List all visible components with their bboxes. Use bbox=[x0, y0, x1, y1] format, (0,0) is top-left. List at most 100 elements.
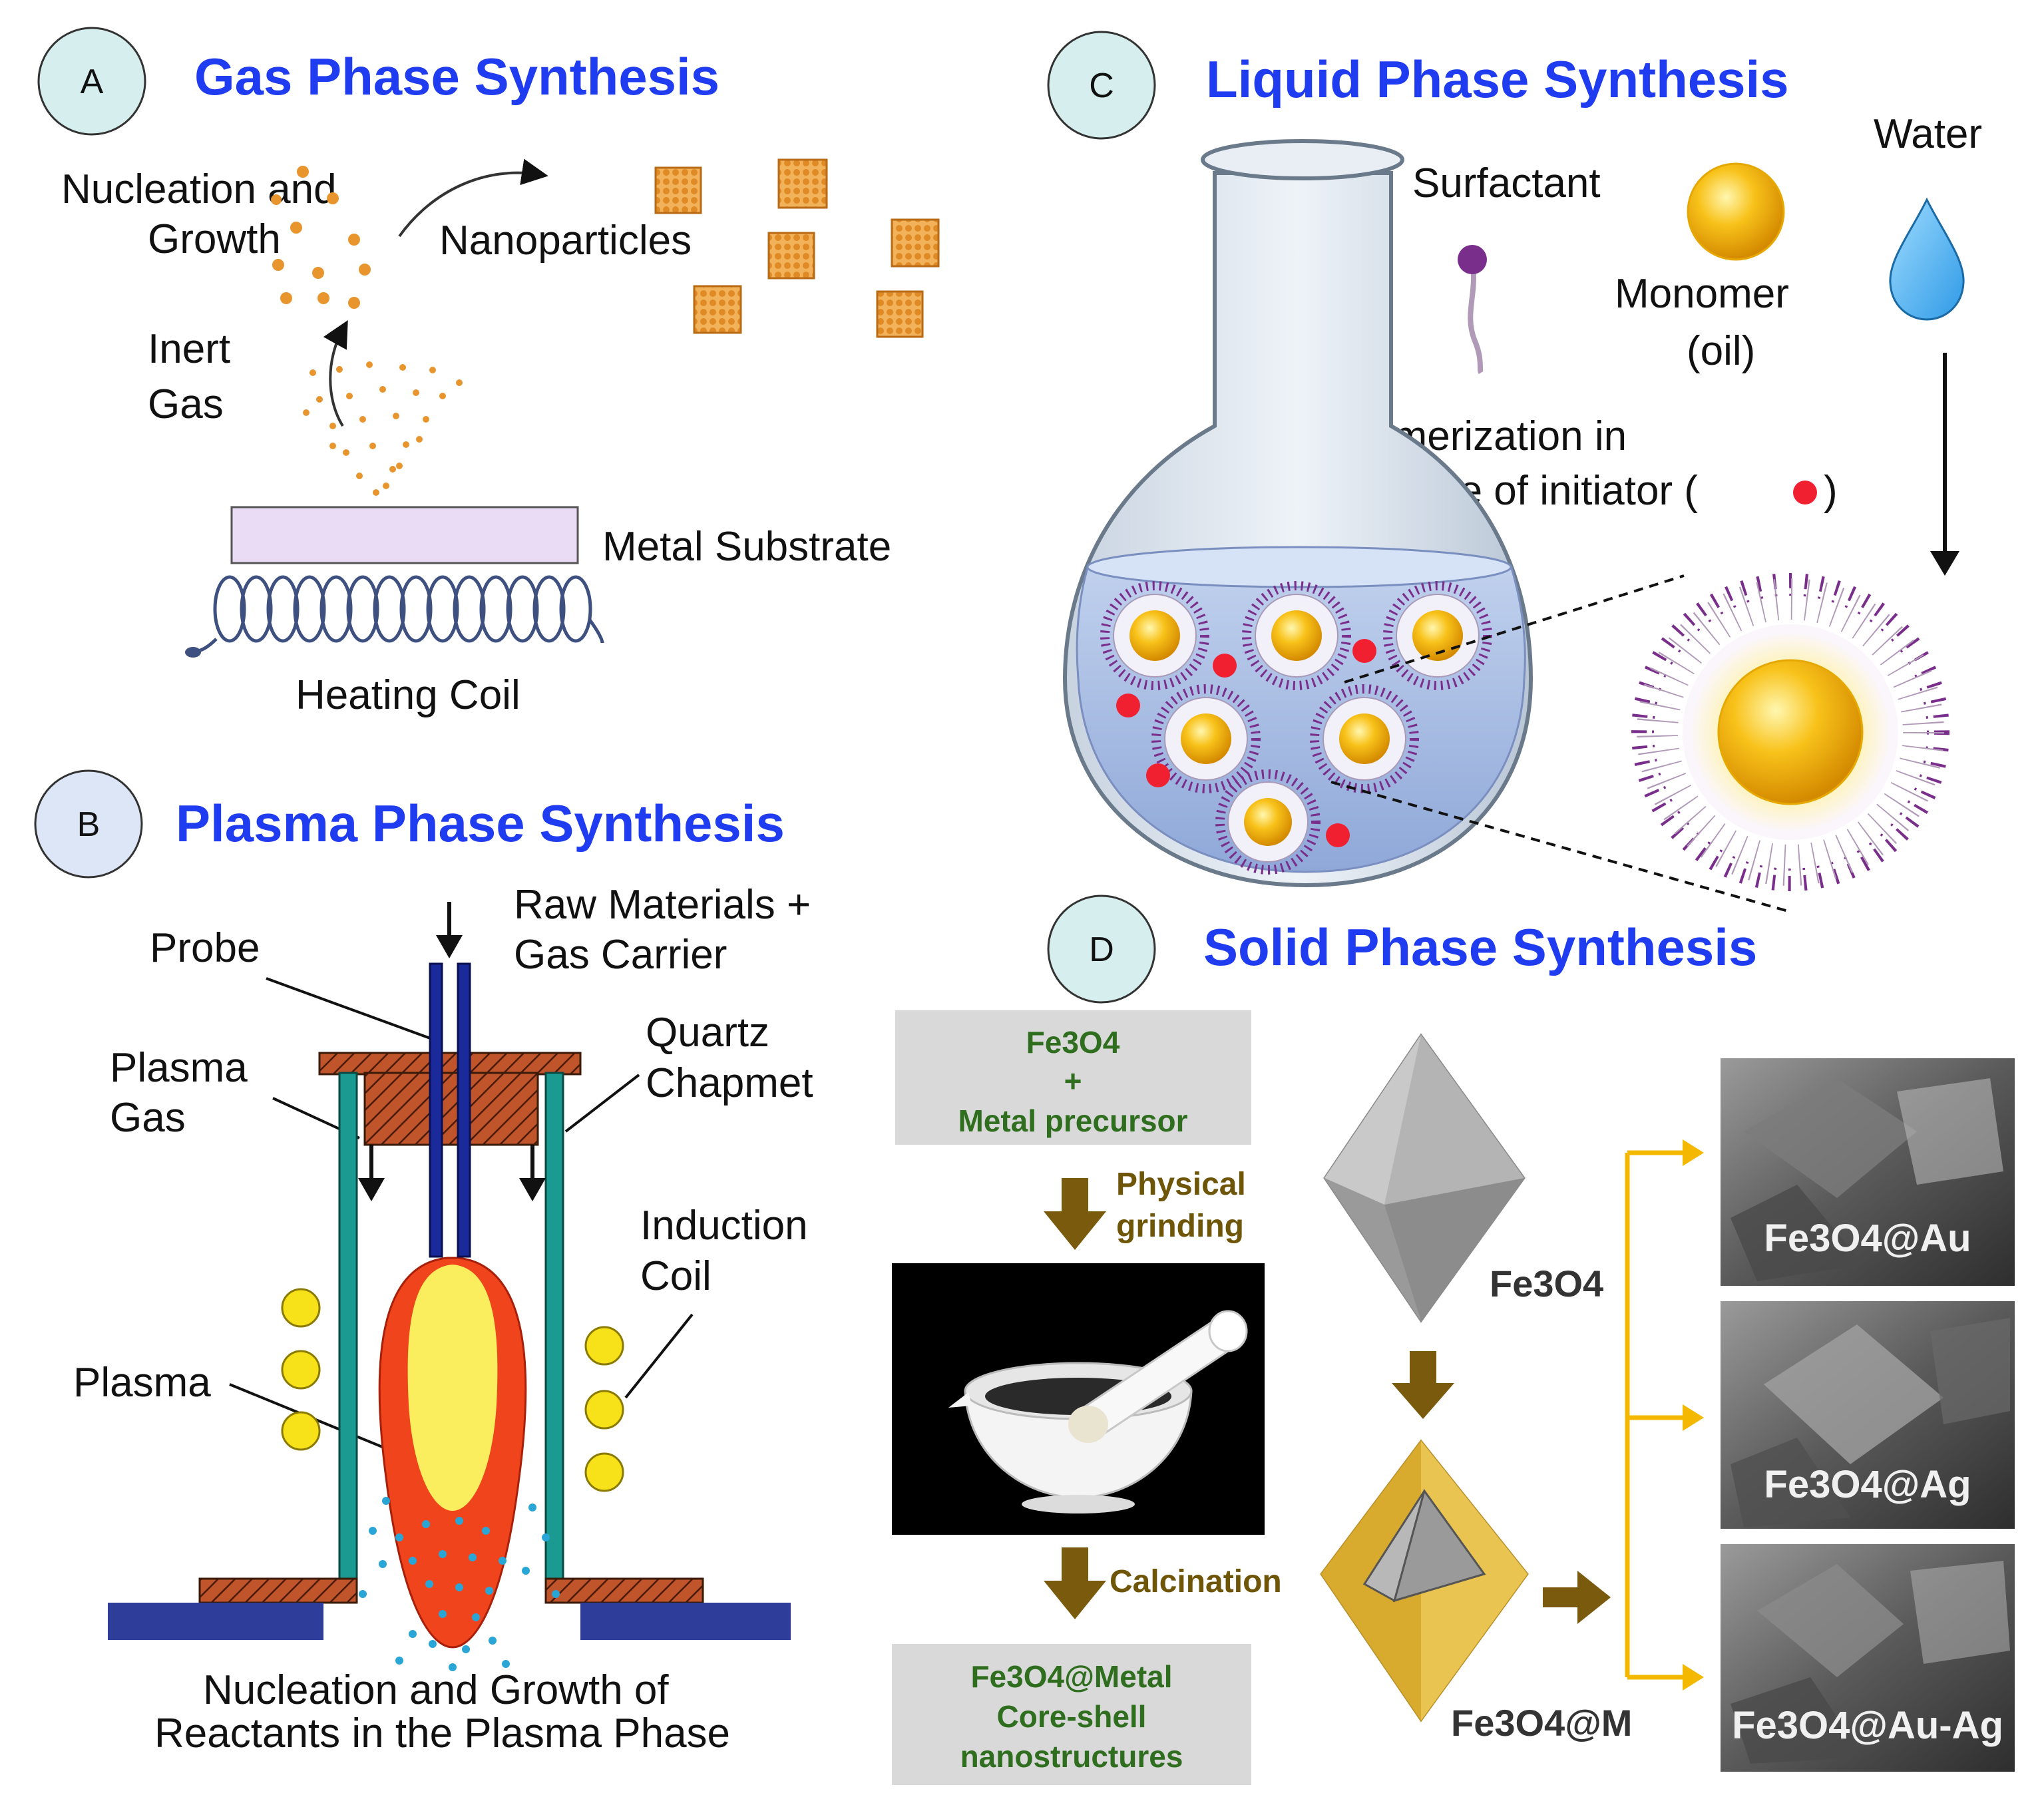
product-arrow bbox=[1543, 1571, 1611, 1624]
end-box bbox=[892, 1644, 1251, 1785]
badge-c bbox=[1047, 31, 1156, 140]
badge-a bbox=[37, 27, 146, 136]
surfactant-head bbox=[1458, 245, 1487, 274]
induction-label-line2: Coil bbox=[640, 1253, 712, 1299]
torch-cap bbox=[318, 1052, 582, 1076]
micelle bbox=[1242, 581, 1351, 690]
start-box-plus: + bbox=[1064, 1064, 1082, 1098]
quartz-label-line2: Chapmet bbox=[646, 1060, 813, 1106]
feed-arrow-head bbox=[436, 935, 463, 958]
core-shell-octahedron bbox=[1320, 1439, 1529, 1722]
sem-image: Fe3O4@Au-Ag bbox=[1721, 1544, 2015, 1772]
fe3o4-label: Fe3O4 bbox=[1490, 1263, 1603, 1304]
rising-arrow bbox=[323, 320, 348, 427]
fe3o4-m-label: Fe3O4@M bbox=[1451, 1702, 1632, 1744]
micelle bbox=[1215, 769, 1321, 875]
badge-b-label: B bbox=[77, 805, 101, 844]
start-box-formula: Fe3O4 bbox=[1026, 1025, 1120, 1060]
panel-b-title: Plasma Phase Synthesis bbox=[176, 794, 785, 853]
plasma-gas-label-line1: Plasma bbox=[110, 1045, 248, 1091]
initiator-dots bbox=[1116, 639, 1376, 847]
vapour-plume bbox=[303, 361, 463, 496]
probe-label: Probe bbox=[150, 925, 260, 971]
surfactant-label: Surfactant bbox=[1412, 160, 1601, 206]
probe-tube-left bbox=[429, 962, 443, 1258]
sem-image: Fe3O4@Ag bbox=[1721, 1301, 2015, 1529]
quartz-wall-left bbox=[338, 1072, 358, 1587]
panel-d: D Solid Phase Synthesis Fe3O4 + Metal pr… bbox=[892, 895, 2015, 1785]
zoomed-micelle bbox=[1631, 573, 1949, 891]
base-left-hatch bbox=[198, 1577, 358, 1604]
quartz-label-line1: Quartz bbox=[646, 1010, 769, 1056]
start-box bbox=[895, 1010, 1251, 1145]
raw-materials-label-line2: Gas Carrier bbox=[514, 932, 727, 978]
plasma-gas-arrow-left-head bbox=[358, 1178, 385, 1201]
zoom-line-top bbox=[1344, 574, 1685, 684]
grinding-arrow bbox=[1044, 1178, 1106, 1250]
base-left-plate bbox=[108, 1603, 323, 1640]
nucleation-label-line2: Growth bbox=[148, 216, 281, 262]
panel-a: A Gas Phase Synthesis Nucleation and Gro… bbox=[37, 27, 940, 718]
monomer-label-line2: (oil) bbox=[1687, 328, 1755, 374]
plasma-caption-line1: Nucleation and Growth of bbox=[203, 1667, 669, 1713]
calcination-arrow bbox=[1044, 1547, 1106, 1619]
panel-b: B Plasma Phase Synthesis Probe Raw Mater… bbox=[34, 769, 813, 1756]
water-arrow-head bbox=[1930, 551, 1959, 576]
end-box-line3: nanostructures bbox=[960, 1739, 1183, 1774]
micelle bbox=[1310, 684, 1419, 793]
badge-c-label: C bbox=[1089, 67, 1114, 105]
plasma-caption-line2: Reactants in the Plasma Phase bbox=[154, 1710, 730, 1756]
badge-a-label: A bbox=[81, 63, 104, 101]
torch-head bbox=[363, 1072, 539, 1146]
panel-c: C Liquid Phase Synthesis Water Surfactan… bbox=[1047, 31, 1982, 913]
micelle bbox=[1383, 581, 1492, 690]
coating-arrow bbox=[1392, 1351, 1454, 1419]
monomer-label-line1: Monomer bbox=[1615, 271, 1789, 317]
micelle bbox=[1100, 581, 1209, 690]
coil-terminal bbox=[185, 647, 201, 658]
monomer-ball bbox=[1687, 162, 1785, 261]
heating-coil bbox=[192, 575, 604, 653]
sem-label-ag: Fe3O4@Ag bbox=[1764, 1463, 1971, 1506]
growth-arrow bbox=[398, 158, 548, 238]
panel-d-title: Solid Phase Synthesis bbox=[1203, 918, 1757, 976]
micelles bbox=[1100, 581, 1492, 875]
badge-d bbox=[1047, 895, 1156, 1004]
flask-rim bbox=[1201, 139, 1404, 180]
end-box-line1: Fe3O4@Metal bbox=[970, 1659, 1172, 1694]
sem-label-au-ag: Fe3O4@Au-Ag bbox=[1732, 1704, 2003, 1747]
liquid-surface bbox=[1086, 546, 1512, 588]
grinding-label-line2: grinding bbox=[1116, 1209, 1244, 1244]
metal-substrate bbox=[230, 506, 579, 564]
sem-image: Fe3O4@Au bbox=[1721, 1058, 2015, 1286]
end-box-line2: Core-shell bbox=[997, 1699, 1147, 1734]
raw-materials-label-line1: Raw Materials + bbox=[514, 882, 811, 928]
branch-arrowheads bbox=[1683, 1139, 1704, 1691]
metal-substrate-label: Metal Substrate bbox=[602, 524, 891, 570]
grinding-label-line1: Physical bbox=[1116, 1167, 1246, 1202]
mortar-and-pestle-icon bbox=[948, 1310, 1248, 1513]
calcination-label: Calcination bbox=[1110, 1564, 1282, 1599]
inert-gas-label-line1: Inert bbox=[148, 326, 230, 372]
fe3o4-octahedron bbox=[1323, 1033, 1526, 1323]
induction-coil-turns bbox=[281, 1288, 624, 1492]
surfactant-tail bbox=[1468, 262, 1484, 375]
plasma-core bbox=[407, 1265, 498, 1511]
inert-gas-label-line2: Gas bbox=[148, 381, 224, 427]
quartz-wall-right bbox=[544, 1072, 564, 1587]
water-label: Water bbox=[1874, 111, 1982, 157]
induction-label-line1: Induction bbox=[640, 1203, 808, 1249]
nucleating-particles bbox=[359, 1497, 560, 1671]
growing-particles bbox=[271, 166, 371, 309]
base-right-plate bbox=[580, 1603, 791, 1640]
heating-coil-label: Heating Coil bbox=[296, 672, 520, 718]
water-drop bbox=[1889, 197, 1965, 321]
polymerization-label-close: ) bbox=[1824, 468, 1838, 514]
initiator-legend-dot bbox=[1793, 481, 1817, 504]
nanoparticle-cubes bbox=[654, 158, 940, 338]
plasma-gas-label-line2: Gas bbox=[110, 1095, 186, 1141]
nanoparticles-label: Nanoparticles bbox=[439, 218, 692, 264]
plasma-label: Plasma bbox=[73, 1360, 211, 1406]
plasma-gas-arrow-right-head bbox=[519, 1178, 546, 1201]
